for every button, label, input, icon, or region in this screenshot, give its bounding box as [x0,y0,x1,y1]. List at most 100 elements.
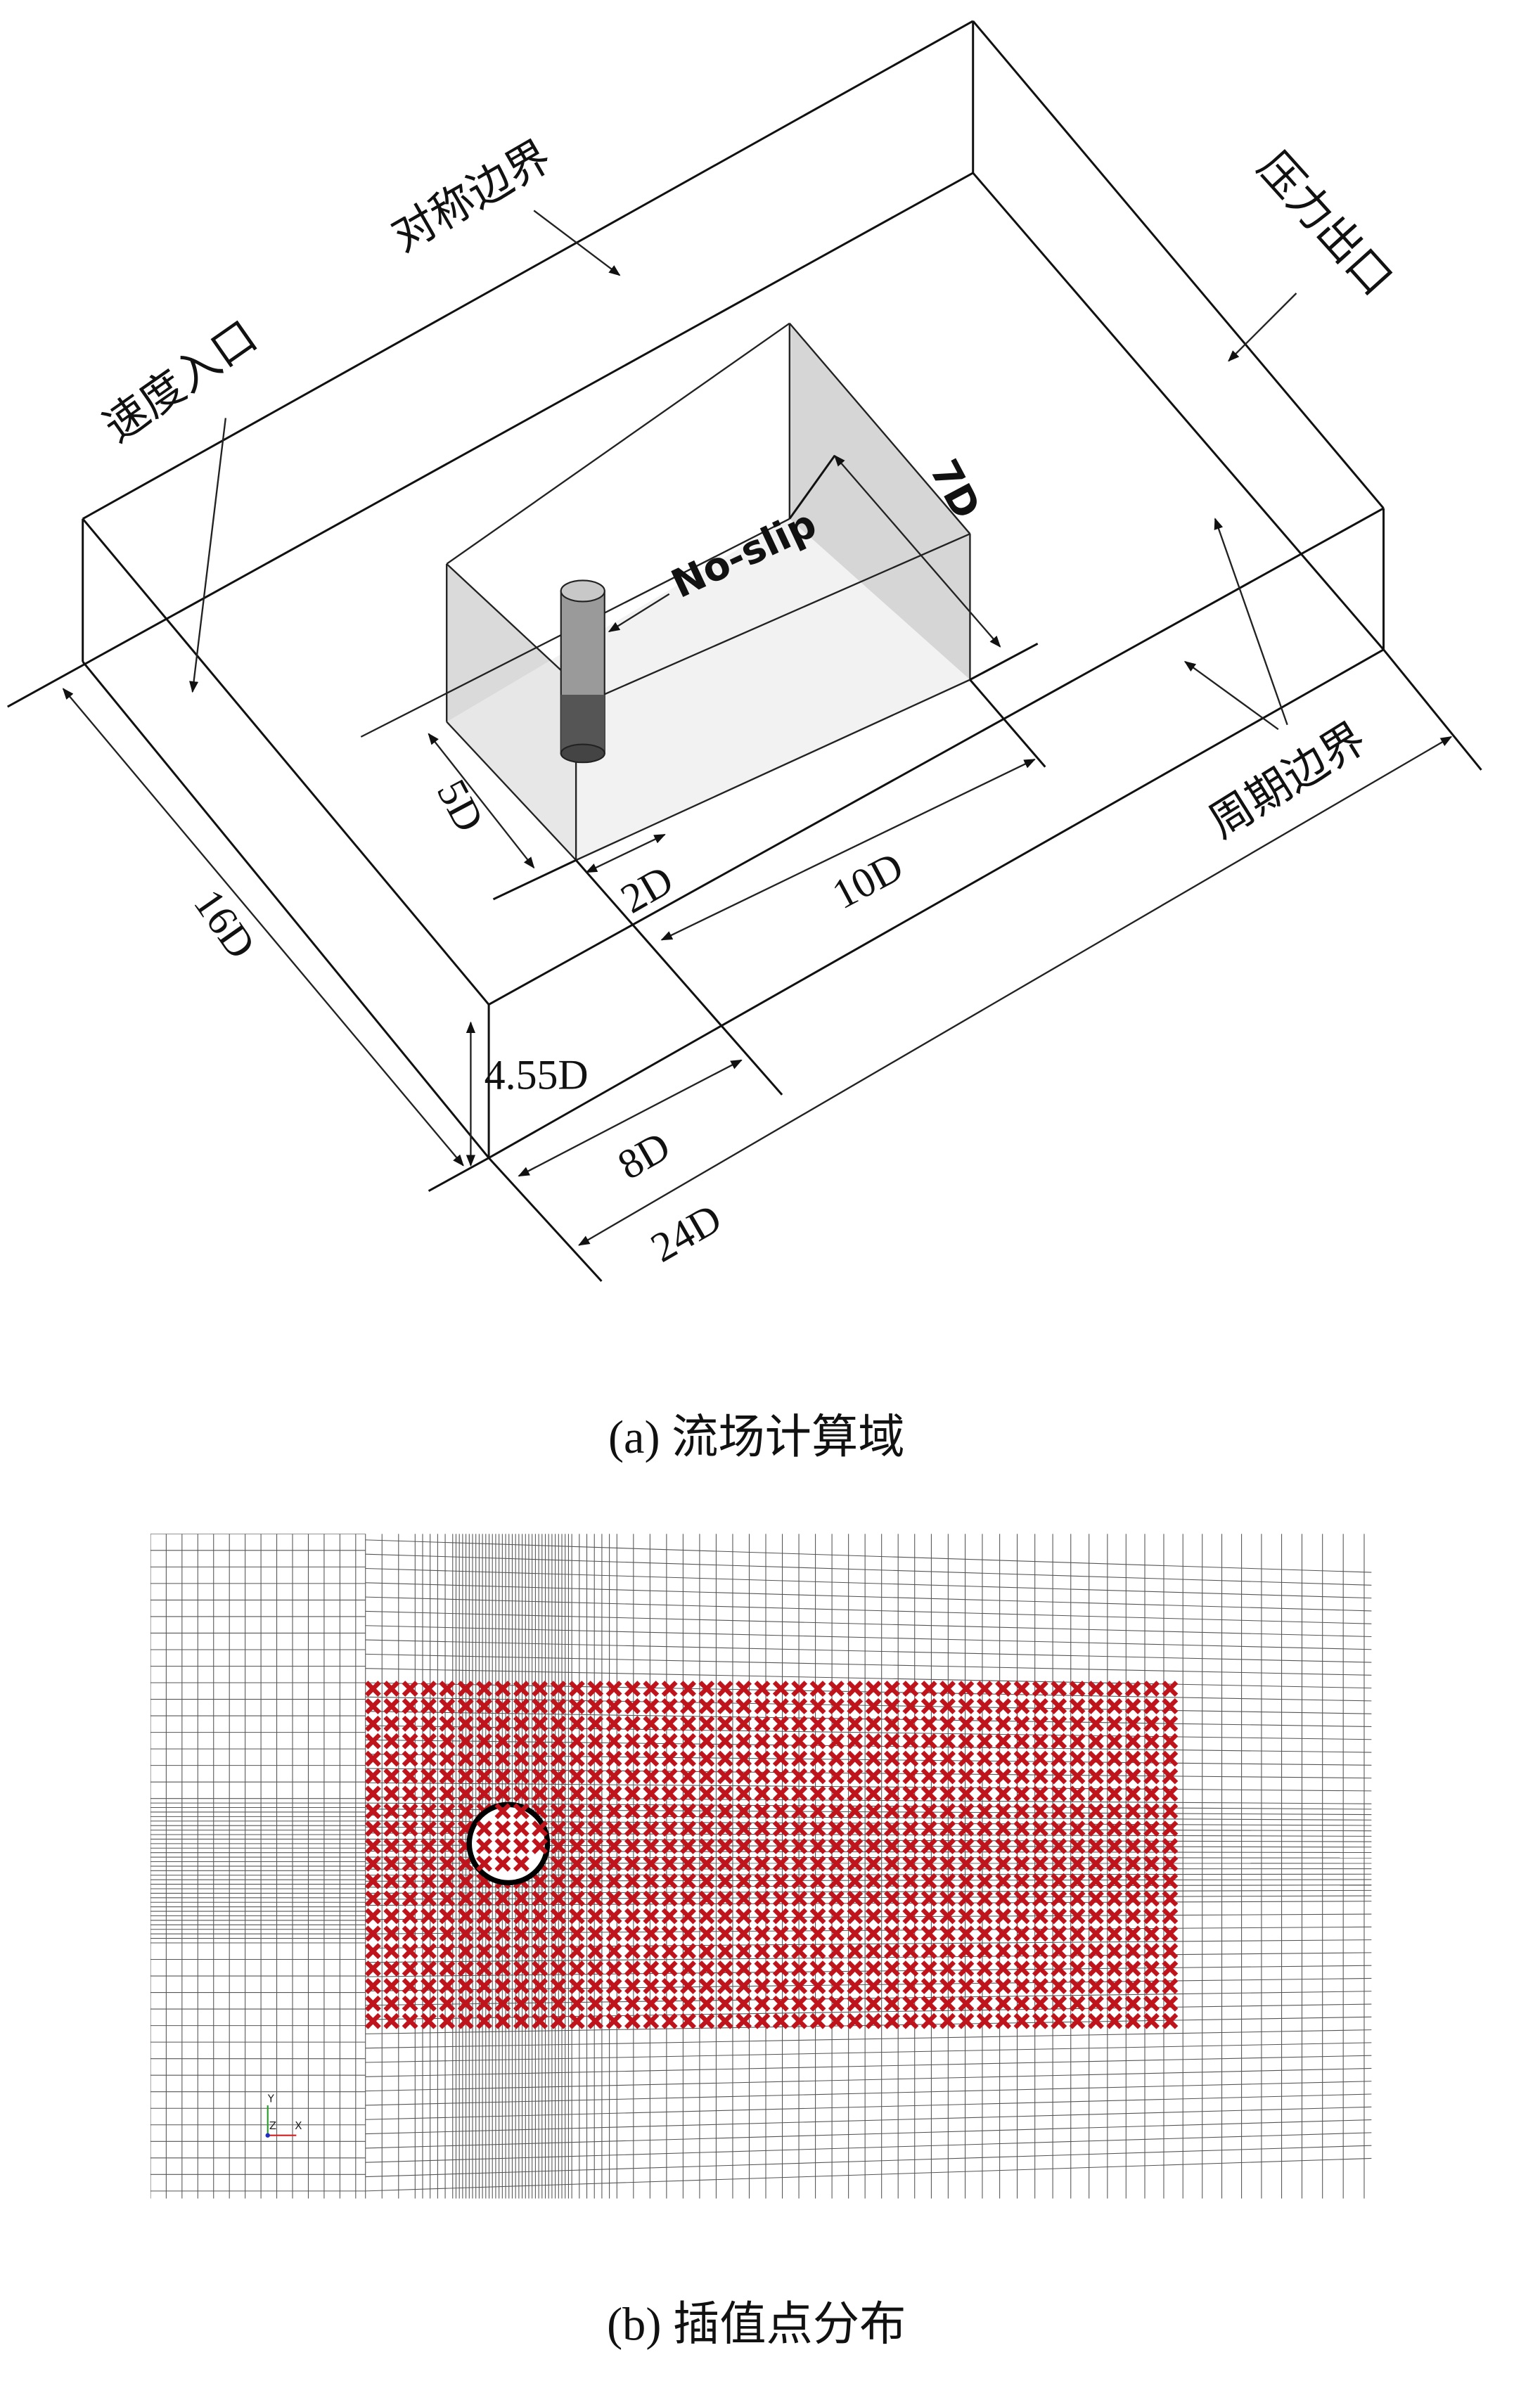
symmetry-boundary-label: 对称边界 [383,130,559,262]
interpolation-point [772,1995,789,2012]
interpolation-point [1051,1925,1067,1942]
interpolation-point [865,1681,882,1697]
interpolation-point [754,1803,771,1820]
mesh-line-horizontal [365,2106,1372,2135]
interpolation-point [568,1960,585,1977]
interpolation-point [717,1873,733,1889]
interpolation-point [494,1837,511,1854]
interpolation-point [1087,1681,1104,1697]
interpolation-point [1032,1733,1048,1750]
interpolation-point [680,1995,696,2012]
interpolation-point [939,1873,956,1889]
interpolation-point [587,1995,604,2012]
interpolation-point [1069,1803,1086,1820]
interpolation-point [587,1821,604,1837]
interpolation-point [1124,1803,1141,1820]
interpolation-point [624,1715,641,1732]
interpolation-point [976,1960,993,1977]
interpolation-point [1143,1681,1160,1697]
interpolation-point [847,1837,864,1854]
caption-b: (b) 插值点分布 [607,2299,906,2351]
interpolation-point [605,1908,622,1925]
interpolation-point [1162,1768,1179,1785]
interpolation-point [884,1960,900,1977]
interpolation-point [1124,1855,1141,1872]
interpolation-point [457,1715,474,1732]
interpolation-point [1106,1785,1123,1802]
interpolation-point [605,1785,622,1802]
interpolation-point [568,1821,585,1837]
interpolation-point [809,1733,826,1750]
interpolation-point [1087,1733,1104,1750]
interpolation-point [457,1960,474,1977]
interpolation-point [902,1837,919,1854]
interpolation-point [698,1890,715,1907]
interpolation-point [643,1785,660,1802]
interpolation-point [1106,1977,1123,1994]
interpolation-point [828,1977,845,1994]
interpolation-point [847,1855,864,1872]
interpolation-point [865,1908,882,1925]
interpolation-point [1032,1855,1048,1872]
interpolation-point [661,1855,678,1872]
interpolation-point [587,1803,604,1820]
interpolation-point [847,1821,864,1837]
interpolation-point [1069,1750,1086,1767]
interpolation-point [605,1855,622,1872]
interpolation-point [791,1697,808,1714]
interpolation-point [1032,1925,1048,1942]
interpolation-point [494,1733,511,1750]
interpolation-point [1051,1803,1067,1820]
interpolation-point [958,1697,975,1714]
interpolation-point [476,1837,493,1854]
interpolation-point [958,2013,975,2029]
dim-16D: 16D [185,881,264,967]
interpolation-point [809,1821,826,1837]
interpolation-point [791,1855,808,1872]
interpolation-point [605,1715,622,1732]
interpolation-point [1143,1995,1160,2012]
interpolation-point [550,1681,567,1697]
interpolation-point [402,1943,418,1960]
interpolation-point [1106,1715,1123,1732]
interpolation-point [976,1873,993,1889]
interpolation-point [439,1837,456,1854]
interpolation-point [457,1995,474,2012]
interpolation-point [532,1837,548,1854]
interpolation-point [754,1821,771,1837]
interpolation-point [439,1908,456,1925]
interpolation-point [364,1977,381,1994]
interpolation-point [828,1960,845,1977]
interpolation-point [976,1890,993,1907]
interpolation-point [643,1977,660,1994]
interpolation-point [402,1960,418,1977]
interpolation-point [865,1977,882,1994]
interpolation-point [976,1925,993,1942]
interpolation-point [1162,1943,1179,1960]
interpolation-point [828,1925,845,1942]
interpolation-point [476,1960,493,1977]
interpolation-point [995,1943,1012,1960]
interpolation-point [791,1750,808,1767]
interpolation-point [568,1925,585,1942]
interpolation-point [568,1803,585,1820]
interpolation-point [995,1837,1012,1854]
interpolation-point [624,1837,641,1854]
interpolation-point [1013,1715,1030,1732]
interpolation-point [457,1681,474,1697]
interpolation-point [1087,1908,1104,1925]
interpolation-point [661,1977,678,1994]
interpolation-point [1124,1977,1141,1994]
interpolation-point [1162,1890,1179,1907]
interpolation-point [754,1785,771,1802]
interpolation-point [1124,2013,1141,2029]
interpolation-point [402,1821,418,1837]
interpolation-point [847,1977,864,1994]
interpolation-point [995,1803,1012,1820]
interpolation-point [1087,1943,1104,1960]
interpolation-point [1106,1733,1123,1750]
interpolation-point [1143,1803,1160,1820]
interpolation-point [421,1995,437,2012]
interpolation-point [513,1733,530,1750]
interpolation-point [439,1681,456,1697]
